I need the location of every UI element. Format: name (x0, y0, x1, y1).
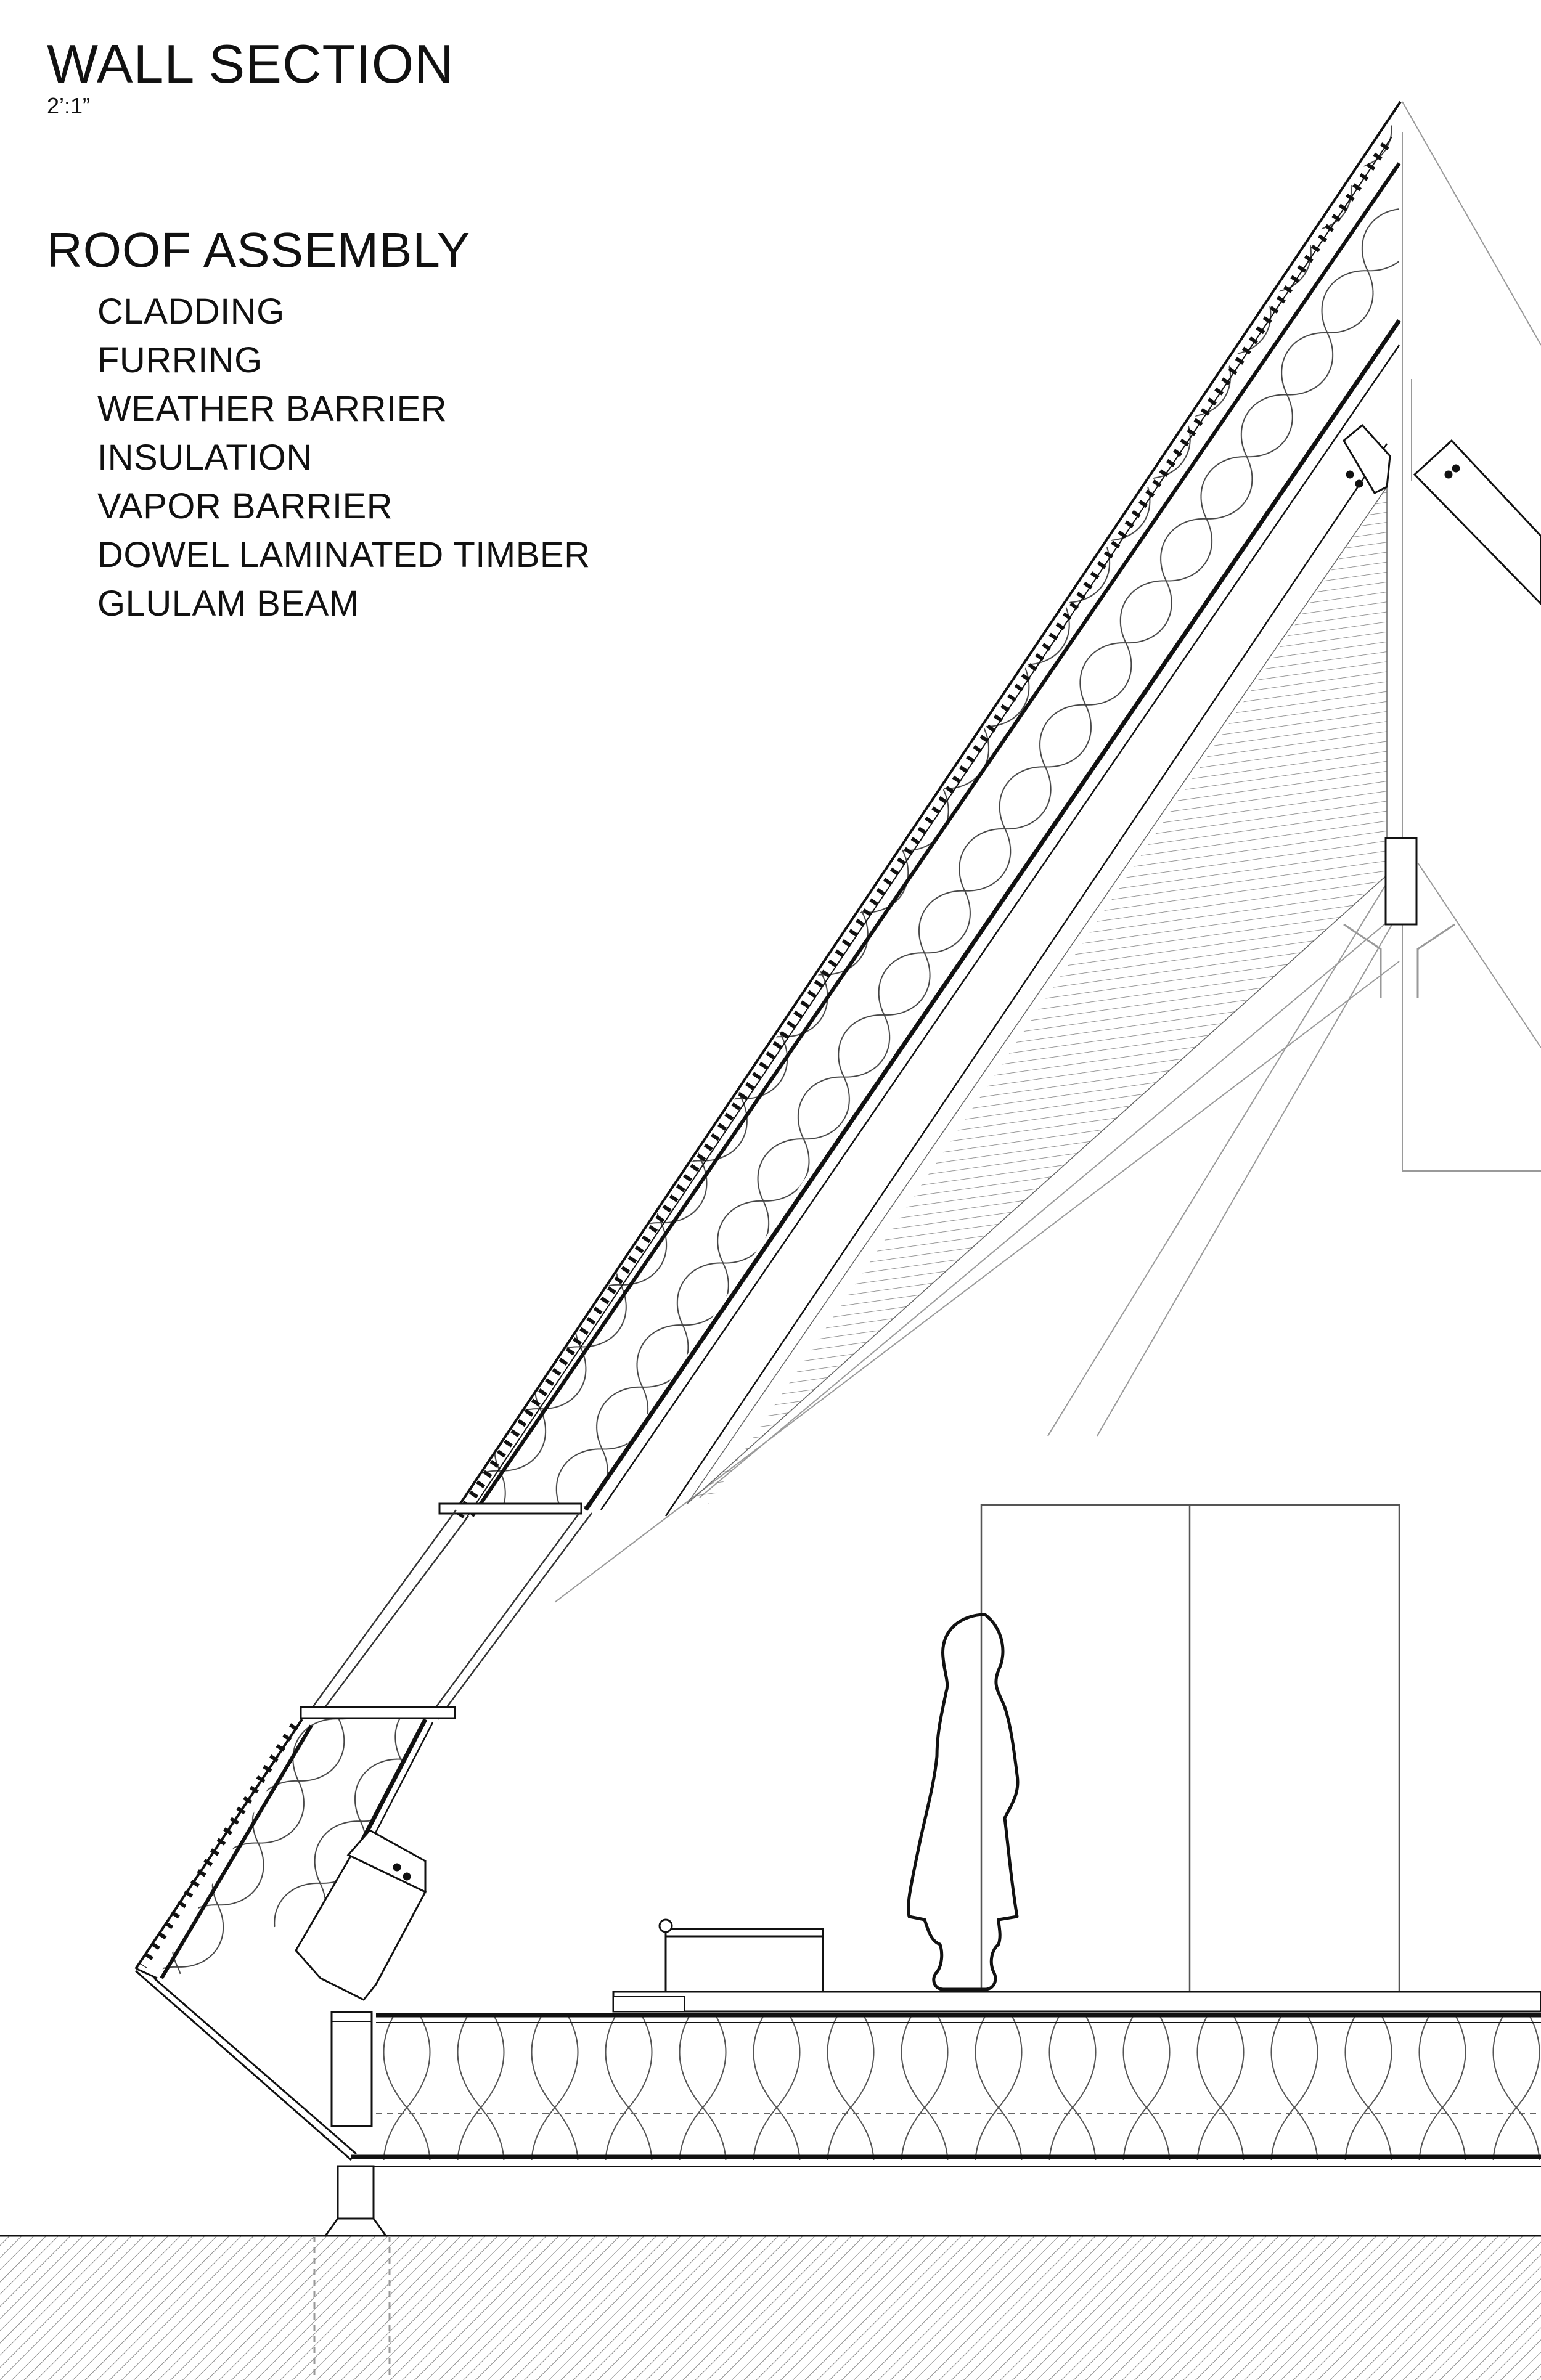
layer-cladding: CLADDING (97, 291, 285, 332)
assembly-title: ROOF ASSEMBLY (47, 222, 471, 277)
glulam-beam-lower (295, 1829, 427, 2001)
drawing-title: WALL SECTION (47, 33, 454, 94)
layer-weather-barrier: WEATHER BARRIER (97, 389, 448, 429)
foundation-post (313, 2165, 391, 2380)
bench-icon (658, 1918, 824, 1992)
layer-insulation: INSULATION (97, 438, 313, 478)
layer-glulam-beam: GLULAM BEAM (97, 584, 359, 624)
layer-vapor-barrier: VAPOR BARRIER (97, 486, 393, 526)
roof-assembly-lower (134, 1718, 434, 2161)
roof-window (300, 1509, 593, 1720)
layer-list: CLADDING FURRING WEATHER BARRIER INSULAT… (47, 287, 590, 628)
drawing-scale: 2’:1” (47, 93, 91, 118)
dowel-laminated-timber-field (687, 487, 1387, 1504)
title-block: WALL SECTION 2’:1” ROOF ASSEMBLY CLADDIN… (47, 37, 590, 628)
ground (0, 2235, 1541, 2380)
person-silhouette-icon (907, 1613, 1020, 1991)
layer-furring: FURRING (97, 340, 263, 380)
glulam-beam-upper (1343, 423, 1541, 998)
floor-assembly (330, 1991, 1541, 2167)
layer-dowel-laminated-timber: DOWEL LAMINATED TIMBER (97, 535, 591, 575)
roof-assembly (438, 100, 1402, 1523)
roof-insulation (459, 114, 1399, 1507)
door-icon (980, 1504, 1400, 1993)
